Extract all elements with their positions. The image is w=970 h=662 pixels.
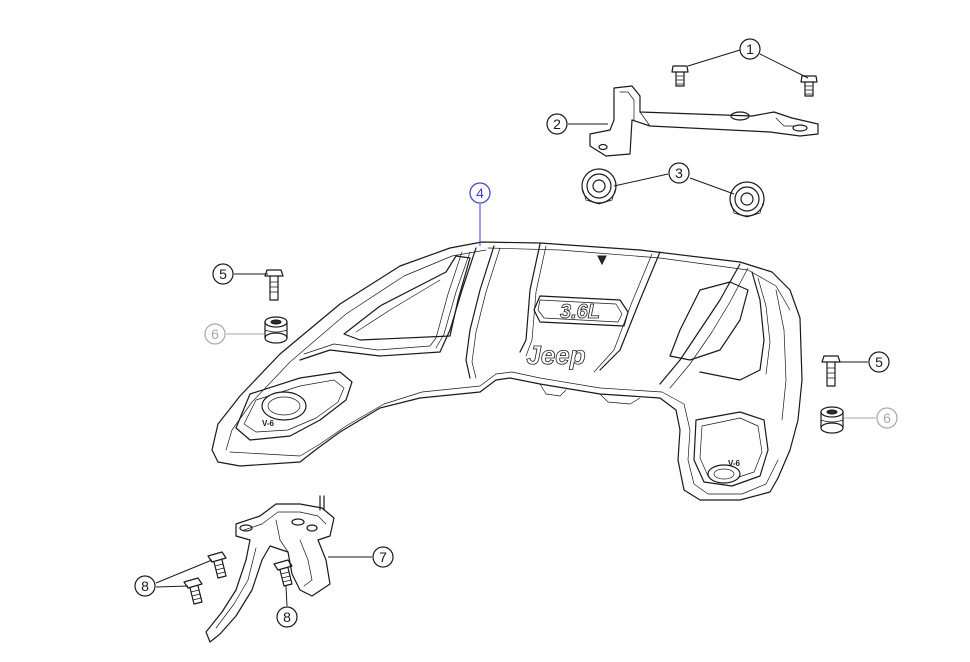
leader-lines: [155, 49, 876, 607]
callout-6-right-circle: [876, 407, 898, 429]
leader-3-right: [689, 177, 735, 195]
bolt-part-1-left: [671, 65, 689, 87]
callout-3-circle: [668, 162, 690, 184]
left-vent-mark: V-6: [262, 419, 275, 428]
callout-5-left-label: 5: [219, 266, 227, 282]
grommet-part-3-left: [581, 168, 617, 205]
bolt-part-8-lower: [183, 577, 203, 605]
leader-8a-lower: [155, 585, 189, 588]
callout-6-left-label: 6: [211, 326, 219, 342]
callout-5-right-circle: [868, 351, 890, 373]
callout-5-left-circle: [212, 263, 234, 285]
leader-1-right: [759, 53, 809, 79]
callout-8-left-label: 8: [141, 578, 149, 594]
bracket-part-2: [589, 85, 819, 157]
callout-6-left-circle: [204, 323, 226, 345]
callout-8-center: 8: [276, 606, 298, 628]
leader-3-left: [613, 173, 669, 187]
callout-7: 7: [372, 546, 394, 568]
callout-4-label: 4: [476, 185, 484, 201]
right-vent-mark: V-6: [728, 459, 741, 468]
bolt-part-8-upper: [207, 551, 227, 579]
isolator-part-6-right: [820, 406, 844, 434]
stud-part-5-right: [821, 355, 841, 387]
callout-1-circle: [739, 38, 761, 60]
callout-8-left: 8: [134, 575, 156, 597]
callout-1-label: 1: [746, 41, 754, 57]
callout-6-left: 6: [204, 323, 226, 345]
engine-badge-text: 3.6L: [560, 301, 600, 323]
callout-6-right-label: 6: [883, 410, 891, 426]
callout-1: 1: [739, 38, 761, 60]
callout-4: 4: [469, 182, 491, 204]
callout-7-label: 7: [379, 549, 387, 565]
isolator-part-6-left: [264, 316, 288, 344]
callout-5-left: 5: [212, 263, 234, 285]
callout-8-left-circle: [134, 575, 156, 597]
bracket-part-7: [205, 495, 335, 643]
callout-2-label: 2: [553, 116, 561, 132]
callout-3-label: 3: [675, 165, 683, 181]
callout-8-center-label: 8: [283, 609, 291, 625]
brand-logo-text: Jeep: [526, 340, 585, 370]
leader-1-left: [687, 49, 741, 67]
callout-5-right: 5: [868, 351, 890, 373]
callout-2: 2: [546, 113, 568, 135]
engine-cover-part-4: 3.6L Jeep V-6 V-6: [211, 241, 803, 501]
bolt-part-8-center: [273, 559, 293, 587]
callout-5-right-label: 5: [875, 354, 883, 370]
callout-8-center-circle: [276, 606, 298, 628]
bolt-part-1-right: [800, 75, 818, 97]
callout-7-circle: [372, 546, 394, 568]
callout-2-circle: [546, 113, 568, 135]
leader-8a-upper: [155, 559, 213, 584]
callout-4-circle: [469, 182, 491, 204]
grommet-part-3-right: [729, 181, 765, 218]
leader-8b: [285, 585, 288, 607]
callout-3: 3: [668, 162, 690, 184]
callout-6-right: 6: [876, 407, 898, 429]
